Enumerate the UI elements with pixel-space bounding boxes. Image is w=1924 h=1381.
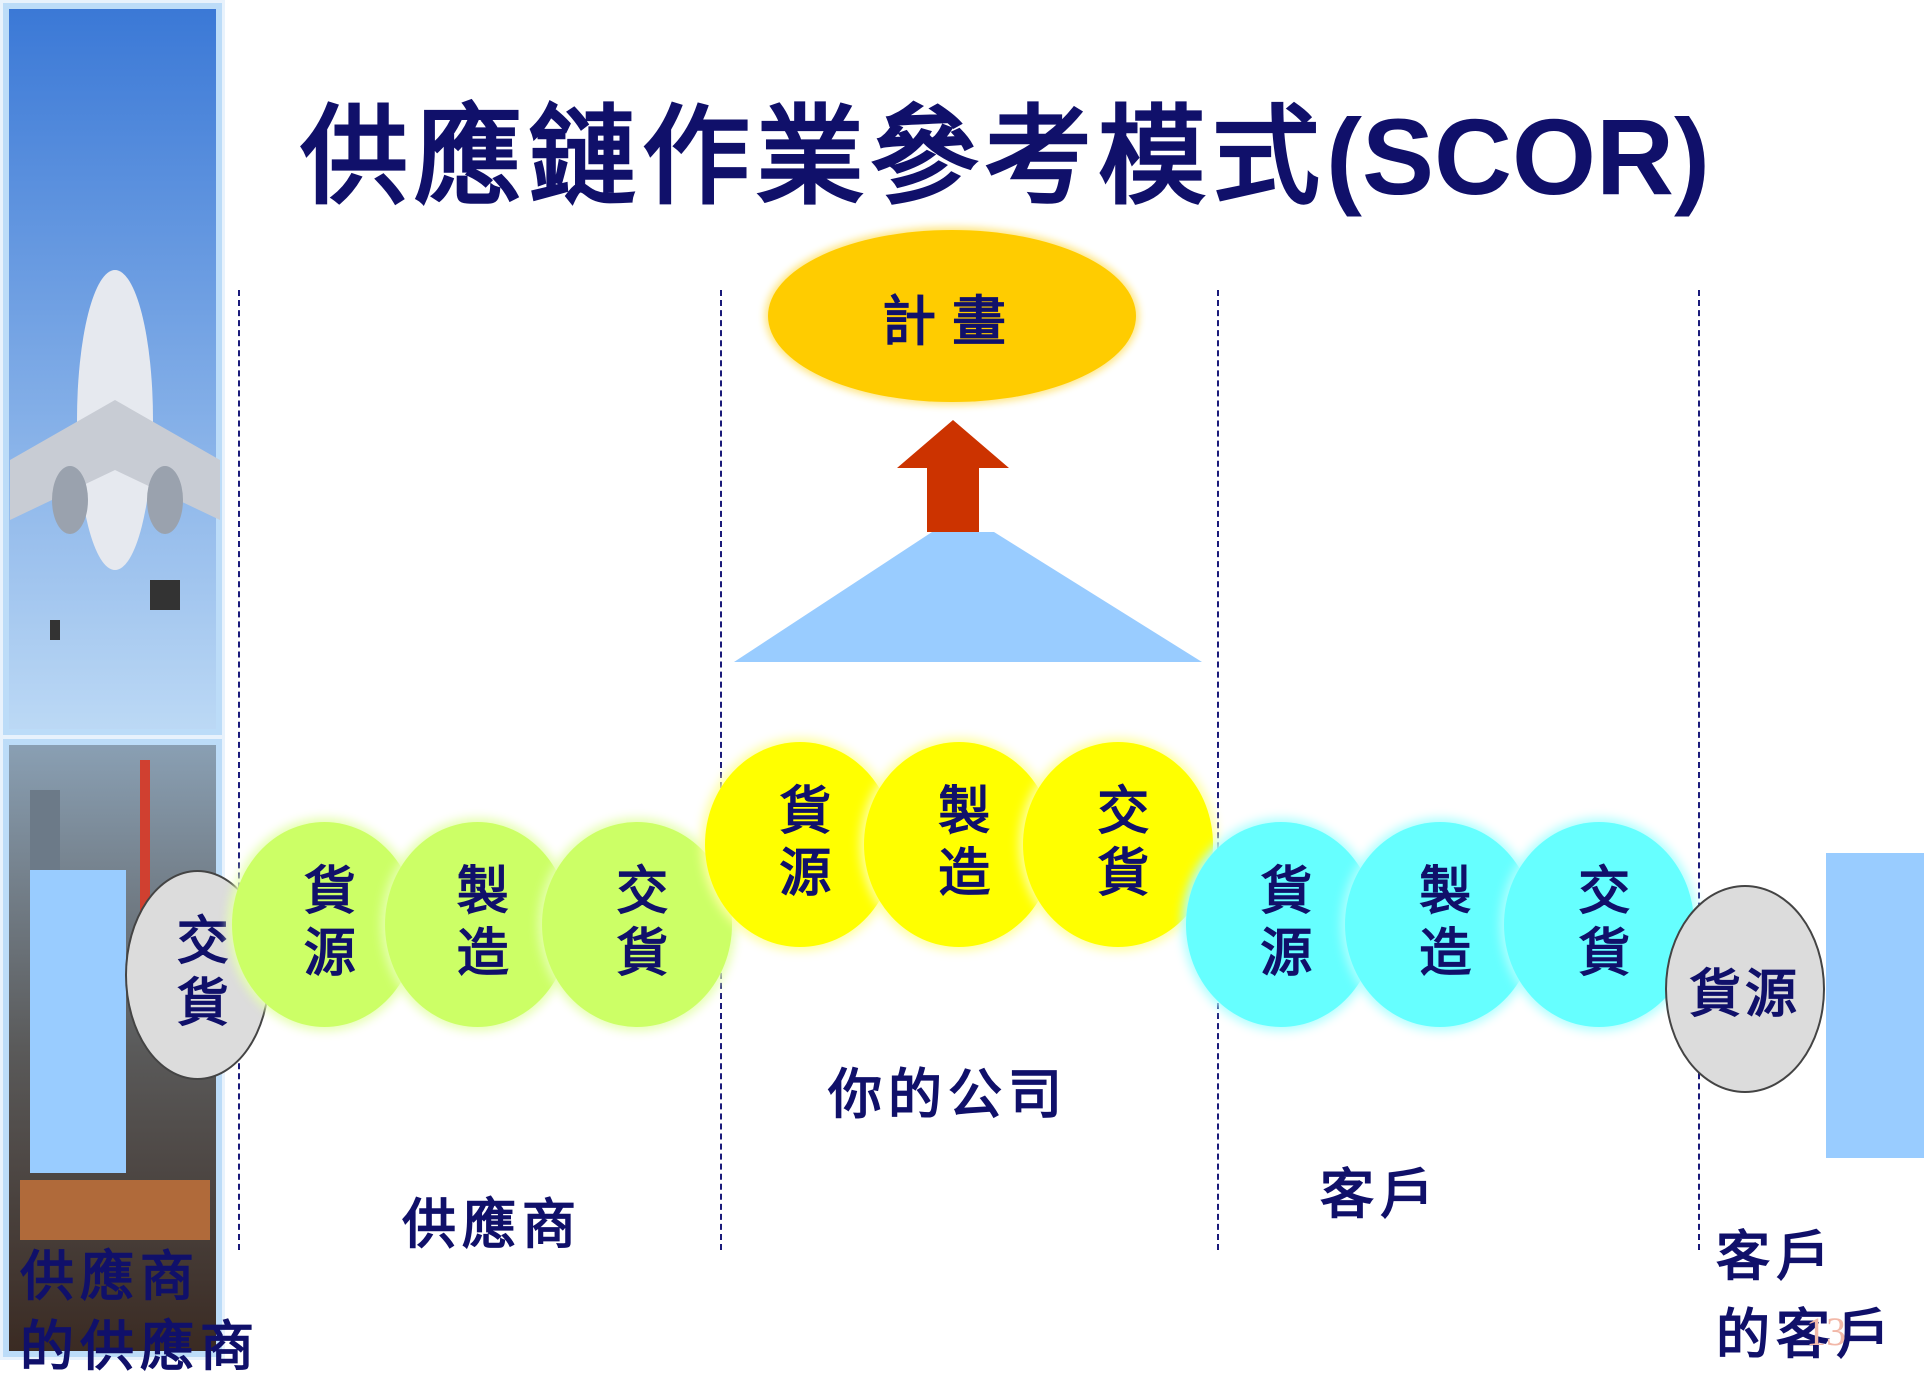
customer-source-text: 貨源 (1250, 862, 1312, 987)
page-number: 13 (1806, 1309, 1846, 1354)
company-make-text: 製造 (928, 782, 990, 907)
scope-triangle (734, 532, 1202, 662)
page-title: 供應鏈作業參考模式(SCOR) (300, 70, 1800, 220)
supplier-of-supplier-deliver-text: 交貨 (167, 913, 229, 1037)
customer-of-customer-source-text: 貨源 (1688, 963, 1801, 1025)
company-source-text: 貨源 (769, 782, 831, 907)
company-label: 你的公司 (828, 1062, 1068, 1126)
supplier-of-supplier-label-line1: 供應商 (20, 1244, 200, 1308)
supplier-deliver-circle: 交貨 (542, 822, 732, 1027)
customer-source-circle: 貨源 (1186, 822, 1376, 1027)
company-deliver-text: 交貨 (1087, 782, 1149, 907)
plan-label: 計畫 (882, 288, 1022, 353)
customer-label: 客戶 (1320, 1162, 1440, 1226)
customer-of-customer-label-line1: 客戶 (1716, 1224, 1836, 1288)
supplier-make-circle: 製造 (385, 822, 570, 1027)
divider-line-1 (238, 290, 240, 1250)
supplier-deliver-text: 交貨 (606, 862, 668, 987)
supplier-source-text: 貨源 (294, 862, 356, 987)
title-latin: (SCOR) (1326, 96, 1710, 217)
company-deliver-circle: 交貨 (1023, 742, 1213, 947)
supplier-make-text: 製造 (447, 862, 509, 987)
right-edge-bar (1826, 853, 1924, 1158)
title-main: 供應鏈作業參考模式 (300, 94, 1327, 220)
customer-make-text: 製造 (1409, 862, 1471, 987)
customer-deliver-text: 交貨 (1568, 862, 1630, 987)
divider-line-2 (720, 290, 722, 1250)
customer-of-customer-source-circle: 貨源 (1665, 885, 1825, 1093)
divider-line-4 (1698, 290, 1700, 1250)
divider-line-3 (1217, 290, 1219, 1250)
up-arrow-icon (897, 420, 1009, 532)
company-source-circle: 貨源 (705, 742, 895, 947)
side-photo-panel (0, 0, 225, 1360)
supplier-of-supplier-label-line2: 的供應商 (20, 1314, 260, 1378)
plan-ellipse: 計畫 (768, 230, 1136, 402)
supplier-label: 供應商 (402, 1192, 582, 1256)
airplane-icon (10, 270, 220, 640)
customer-of-customer-label-line2: 的客戶 (1716, 1302, 1896, 1366)
customer-make-circle: 製造 (1345, 822, 1535, 1027)
company-make-circle: 製造 (864, 742, 1054, 947)
customer-deliver-circle: 交貨 (1504, 822, 1694, 1027)
